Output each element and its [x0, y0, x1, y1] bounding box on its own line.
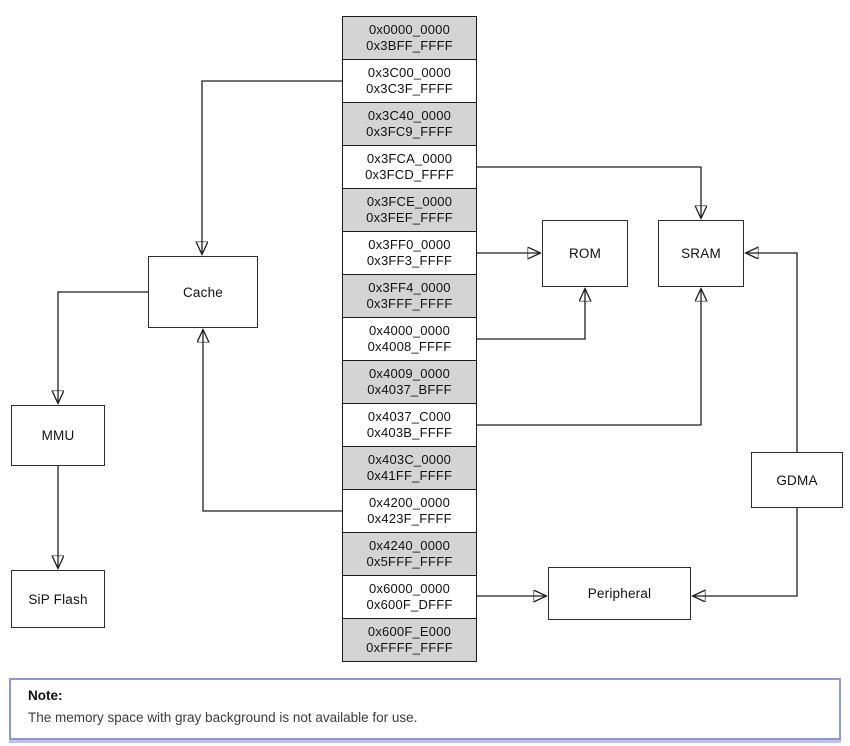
segment-end-address: 0x5FFF_FFFF: [366, 554, 453, 569]
gdma-label: GDMA: [776, 472, 818, 488]
sip-flash-box: SiP Flash: [11, 570, 105, 628]
peripheral-label: Peripheral: [587, 586, 652, 601]
cache-label: Cache: [182, 284, 224, 300]
note-text: The memory space with gray background is…: [28, 710, 418, 725]
segment-start-address: 0x3C00_0000: [367, 64, 452, 80]
segment-end-address: 0x3BFF_FFFF: [366, 38, 453, 53]
segment-end-address: 0xFFFF_FFFF: [366, 640, 453, 655]
segment-start-address: 0x403C_0000: [367, 451, 452, 467]
peripheral-box: Peripheral: [548, 567, 691, 620]
segment-end-address: 0x600F_DFFF: [366, 597, 453, 612]
arrow-seg-3fca-to-sram: [477, 166, 701, 218]
segment-start-address: 0x3C40_0000: [367, 107, 452, 123]
segment-start-address: 0x4009_0000: [369, 365, 450, 381]
arrow-seg-4037-to-sram: [477, 289, 701, 426]
segment-end-address: 0x3C3F_FFFF: [366, 81, 453, 96]
segment-start-address: 0x3FCA_0000: [366, 150, 453, 166]
arrow-seg-4200-to-cache: [203, 330, 342, 512]
segment-start-address: 0x4000_0000: [369, 322, 450, 338]
segment-start-address: 0x4200_0000: [369, 494, 450, 510]
arrow-cache-to-mmu: [58, 291, 148, 403]
cache-box: Cache: [148, 256, 258, 328]
segment-end-address: 0x3FEF_FFFF: [366, 210, 453, 225]
sip-flash-label: SiP Flash: [28, 591, 88, 607]
arrow-seg-4000-to-rom: [477, 289, 585, 340]
segment-start-address: 0x3FF4_0000: [368, 279, 451, 295]
mmu-box: MMU: [11, 405, 105, 466]
arrow-seg-3c00-to-cache: [202, 80, 342, 254]
segment-end-address: 0x3FF3_FFFF: [366, 253, 453, 268]
segment-start-address: 0x3FF0_0000: [368, 236, 451, 252]
segment-start-address: 0x4240_0000: [369, 537, 450, 553]
segment-start-address: 0x4037_C000: [367, 408, 452, 424]
segment-start-address: 0x600F_E000: [367, 623, 452, 639]
arrow-gdma-to-sram: [746, 253, 798, 452]
segment-end-address: 0x41FF_FFFF: [366, 468, 453, 483]
gdma-box: GDMA: [751, 452, 843, 508]
segment-end-address: 0x423F_FFFF: [367, 511, 452, 526]
sram-label: SRAM: [681, 246, 721, 261]
segment-end-address: 0x3FFF_FFFF: [366, 296, 453, 311]
segment-start-address: 0x0000_0000: [369, 21, 450, 37]
segment-start-address: 0x6000_0000: [369, 580, 450, 596]
rom-box: ROM: [542, 220, 628, 287]
segment-end-address: 0x4037_BFFF: [367, 382, 452, 397]
segment-end-address: 0x4008_FFFF: [367, 339, 452, 354]
sram-box: SRAM: [658, 220, 744, 287]
segment-end-address: 0x403B_FFFF: [366, 425, 453, 440]
note-box: Note: The memory space with gray backgro…: [9, 678, 841, 740]
segment-end-address: 0x3FCD_FFFF: [365, 167, 454, 182]
note-title: Note:: [28, 688, 63, 703]
rom-label: ROM: [568, 246, 602, 261]
segment-start-address: 0x3FCE_0000: [366, 193, 453, 209]
mmu-label: MMU: [41, 428, 75, 443]
segment-end-address: 0x3FC9_FFFF: [366, 124, 453, 139]
arrow-gdma-to-peripheral: [693, 508, 798, 596]
